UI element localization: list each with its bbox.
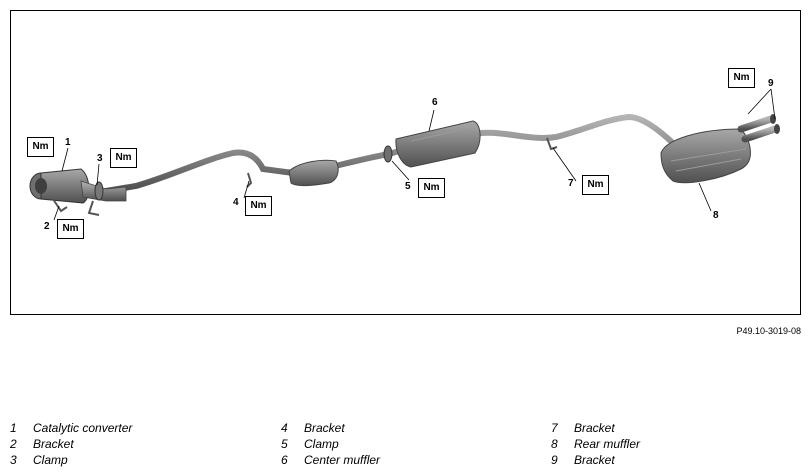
torque-box-9: Nm	[728, 68, 755, 88]
catalytic-converter	[29, 168, 127, 204]
legend-label: Bracket	[574, 453, 615, 467]
callout-number-9: 9	[768, 78, 774, 89]
legend-item: 6 Center muffler	[281, 452, 380, 468]
exhaust-system-diagram: 1 Nm 2 Nm 3 Nm 4 Nm 5 Nm 6 7 Nm 8 9 Nm	[10, 10, 801, 315]
bracket-3-part	[87, 200, 100, 216]
legend-number: 7	[551, 421, 558, 435]
torque-box-2: Nm	[57, 219, 84, 239]
torque-box-3: Nm	[110, 148, 137, 168]
legend-item: 9 Bracket	[551, 452, 640, 468]
legend-number: 5	[281, 437, 288, 451]
tailpipes	[737, 114, 780, 143]
callout-number-4: 4	[233, 197, 239, 208]
bracket-2-part	[52, 198, 68, 213]
legend-number: 2	[10, 437, 17, 451]
legend-item: 1 Catalytic converter	[10, 420, 132, 436]
leader-lines	[53, 88, 776, 221]
legend-label: Bracket	[304, 421, 345, 435]
bracket-7-part	[546, 137, 558, 151]
legend-column-2: 4 Bracket 5 Clamp 6 Center muffler	[281, 420, 380, 468]
callout-number-5: 5	[405, 181, 411, 192]
torque-box-5: Nm	[418, 178, 445, 198]
callout-number-8: 8	[713, 210, 719, 221]
torque-box-7: Nm	[582, 175, 609, 195]
callout-number-3: 3	[97, 153, 103, 164]
clamp-5-part	[383, 145, 393, 163]
legend-number: 8	[551, 437, 558, 451]
clamp-3-part	[94, 181, 104, 201]
legend-item: 8 Rear muffler	[551, 436, 640, 452]
legend-label: Bracket	[33, 437, 74, 451]
callout-number-1: 1	[65, 137, 71, 148]
torque-box-4: Nm	[245, 196, 272, 216]
figure-code: P49.10-3019-08	[736, 326, 801, 336]
callout-number-6: 6	[432, 97, 438, 108]
rear-muffler	[660, 128, 751, 184]
legend-label: Clamp	[33, 453, 68, 467]
callout-number-2: 2	[44, 221, 50, 232]
legend-item: 3 Clamp	[10, 452, 132, 468]
legend-item: 7 Bracket	[551, 420, 640, 436]
torque-box-1: Nm	[27, 137, 54, 157]
legend-number: 4	[281, 421, 288, 435]
legend-item: 2 Bracket	[10, 436, 132, 452]
legend-label: Catalytic converter	[33, 421, 133, 435]
legend-label: Rear muffler	[574, 437, 641, 451]
legend-number: 9	[551, 453, 558, 467]
legend-label: Clamp	[304, 437, 339, 451]
legend-label: Center muffler	[304, 453, 381, 467]
legend-number: 1	[10, 421, 17, 435]
legend-column-1: 1 Catalytic converter 2 Bracket 3 Clamp	[10, 420, 132, 468]
legend-item: 4 Bracket	[281, 420, 380, 436]
bracket-4-part	[246, 172, 253, 188]
front-resonator	[288, 159, 339, 187]
legend-number: 3	[10, 453, 17, 467]
legend-label: Bracket	[574, 421, 615, 435]
callout-number-7: 7	[568, 178, 574, 189]
exhaust-system-drawing	[29, 88, 780, 221]
legend-number: 6	[281, 453, 288, 467]
center-muffler	[395, 120, 481, 168]
legend-item: 5 Clamp	[281, 436, 380, 452]
